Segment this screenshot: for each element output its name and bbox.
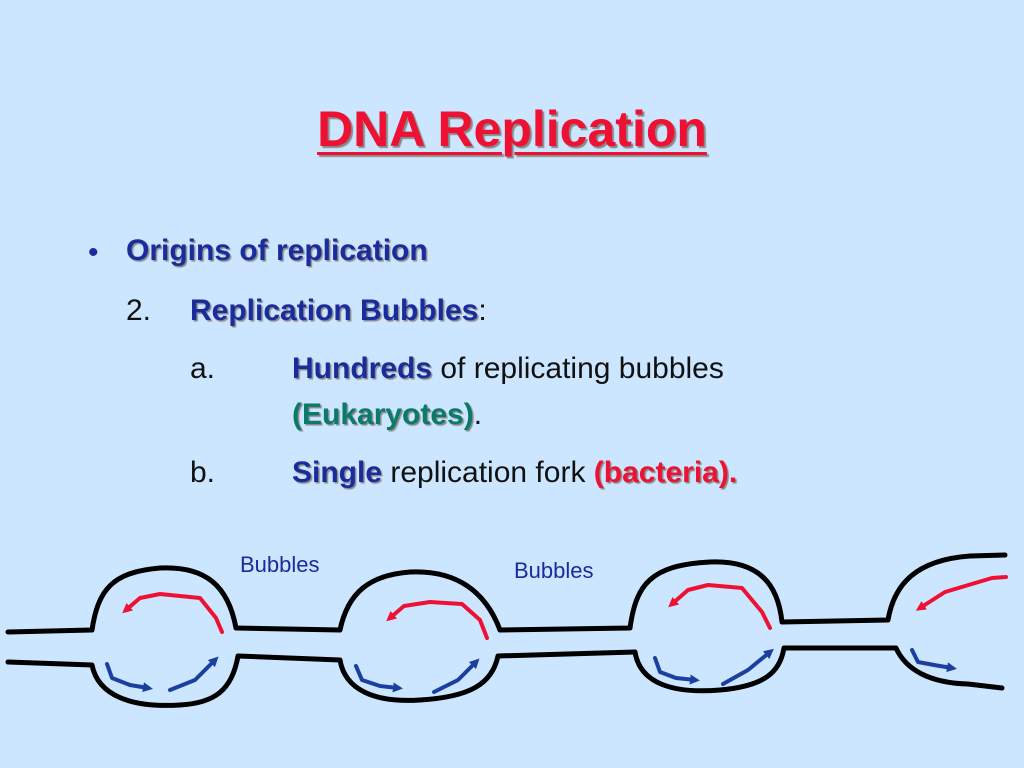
item-a-line: Hundreds of replicating bubbles <box>292 352 724 386</box>
item-b-highlight: Single <box>292 456 383 489</box>
item-a-highlight: Hundreds <box>292 352 433 385</box>
item-a-text: of replicating bubbles <box>432 352 724 385</box>
blue-strand-3b <box>721 648 774 686</box>
red-strand-2 <box>386 600 489 640</box>
item-b-paren: (bacteria). <box>593 456 738 489</box>
blue-strand-3a <box>653 656 700 685</box>
item-b-text: replication fork <box>382 456 594 489</box>
bubbles-label-right: Bubbles <box>514 558 594 583</box>
red-strand-3 <box>668 583 772 630</box>
item-a-marker: a. <box>190 352 216 385</box>
item-b-line: Single replication fork (bacteria). <box>292 456 737 490</box>
blue-strand-2a <box>354 664 403 693</box>
dna-bottom-strand <box>5 645 1005 708</box>
slide-title: DNA Replication <box>317 101 707 157</box>
item2-number: 2. <box>126 294 152 327</box>
blue-strand-4 <box>910 648 957 673</box>
blue-strand-1a <box>105 662 153 693</box>
item2-colon: : <box>478 294 487 327</box>
bullet-marker: • <box>88 236 99 269</box>
bubbles-label-left: Bubbles <box>240 552 320 577</box>
heading-origins: Origins of replication <box>126 234 428 267</box>
dna-top-strand <box>5 552 1008 635</box>
blue-strand-1b <box>168 656 219 692</box>
red-strand-4 <box>915 575 1008 611</box>
item-a-line2: (Eukaryotes). <box>292 398 482 432</box>
item-a-end: . <box>473 398 483 431</box>
item-b-marker: b. <box>190 456 216 489</box>
item2-line: Replication Bubbles: <box>190 294 487 328</box>
blue-strand-2b <box>432 658 480 694</box>
item-a-paren: (Eukaryotes) <box>292 398 474 431</box>
red-strand-1 <box>122 592 224 634</box>
item2-text: Replication Bubbles <box>190 294 479 327</box>
